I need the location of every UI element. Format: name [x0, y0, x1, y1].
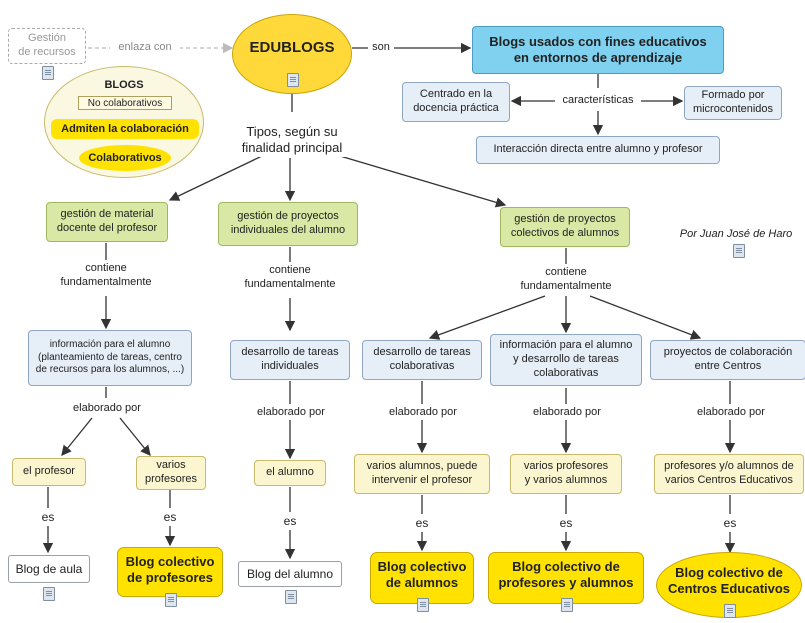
elaborado-3: elaborado por: [378, 406, 468, 420]
blog-de-aula-node[interactable]: Blog de aula: [8, 555, 90, 583]
es-6: es: [720, 516, 740, 531]
char-centrado-node[interactable]: Centrado en la docencia práctica: [402, 82, 510, 122]
es-4: es: [412, 516, 432, 531]
varios-alumnos-node[interactable]: varios alumnos, puede intervenir el prof…: [354, 454, 490, 494]
proyectos-centros-node[interactable]: proyectos de colaboración entre Centros: [650, 340, 805, 380]
branch-proyectos-colectivos[interactable]: gestión de proyectos colectivos de alumn…: [500, 207, 630, 247]
blog-alumno-doc-icon[interactable]: [285, 590, 297, 604]
char-interaccion-node[interactable]: Interacción directa entre alumno y profe…: [476, 136, 720, 164]
es-1: es: [38, 510, 58, 525]
author-credit: Por Juan José de Haro: [676, 228, 796, 242]
tipos-label: Tipos, según su finalidad principal: [228, 124, 356, 157]
link-enlaza-con: enlaza con: [110, 41, 180, 55]
blog-col-alumnos-doc-icon[interactable]: [417, 598, 429, 612]
elaborado-4: elaborado por: [522, 406, 612, 420]
branch-material-docente[interactable]: gestión de material docente del profesor: [46, 202, 168, 242]
el-alumno-node[interactable]: el alumno: [254, 460, 326, 486]
es-2: es: [160, 510, 180, 525]
info-alumno-node[interactable]: información para el alumno (planteamient…: [28, 330, 192, 386]
elaborado-2: elaborado por: [246, 406, 336, 420]
centros-educativos-node[interactable]: profesores y/o alumnos de varios Centros…: [654, 454, 804, 494]
el-profesor-node[interactable]: el profesor: [12, 458, 86, 486]
contiene-2: contiene fundamentalmente: [240, 264, 340, 292]
legend-colaborativos: Colaborativos: [79, 145, 171, 171]
branch-proyectos-individuales[interactable]: gestión de proyectos individuales del al…: [218, 202, 358, 246]
profes-y-alumnos-node[interactable]: varios profesores y varios alumnos: [510, 454, 622, 494]
link-son: son: [368, 41, 394, 55]
es-3: es: [280, 514, 300, 529]
contiene-1: contiene fundamentalmente: [56, 262, 156, 290]
blog-col-centros-doc-icon[interactable]: [724, 604, 736, 618]
desarrollo-individuales-node[interactable]: desarrollo de tareas individuales: [230, 340, 350, 380]
edublogs-doc-icon[interactable]: [287, 73, 299, 87]
author-doc-icon[interactable]: [733, 244, 745, 258]
resource-node[interactable]: Gestión de recursos: [8, 28, 86, 64]
legend-no-colaborativos: No colaborativos: [78, 96, 172, 110]
elaborado-5: elaborado por: [686, 406, 776, 420]
contiene-3: contiene fundamentalmente: [516, 266, 616, 294]
elaborado-1: elaborado por: [62, 402, 152, 416]
info-desarrollo-node[interactable]: información para el alumno y desarrollo …: [490, 334, 642, 386]
blog-col-prof-alumnos-doc-icon[interactable]: [561, 598, 573, 612]
blog-colectivo-centros-node[interactable]: Blog colectivo de Centros Educativos: [656, 552, 802, 618]
blog-aula-doc-icon[interactable]: [43, 587, 55, 601]
legend-admiten: Admiten la colaboración: [51, 119, 199, 139]
blog-colectivo-alumnos-node[interactable]: Blog colectivo de alumnos: [370, 552, 474, 604]
blog-colectivo-prof-alumnos-node[interactable]: Blog colectivo de profesores y alumnos: [488, 552, 644, 604]
resource-doc-icon[interactable]: [42, 66, 54, 80]
desarrollo-colaborativas-node[interactable]: desarrollo de tareas colaborativas: [362, 340, 482, 380]
varios-profesores-node[interactable]: varios profesores: [136, 456, 206, 490]
char-microcontenidos-node[interactable]: Formado por microcontenidos: [684, 86, 782, 120]
definition-node[interactable]: Blogs usados con fines educativos en ent…: [472, 26, 724, 74]
legend-blogs: BLOGS No colaborativos Admiten la colabo…: [44, 66, 204, 178]
link-caracteristicas: características: [556, 94, 640, 108]
legend-title: BLOGS: [104, 79, 144, 91]
blog-col-prof-doc-icon[interactable]: [165, 593, 177, 607]
es-5: es: [556, 516, 576, 531]
blog-del-alumno-node[interactable]: Blog del alumno: [238, 561, 342, 587]
blog-colectivo-profesores-node[interactable]: Blog colectivo de profesores: [117, 547, 223, 597]
